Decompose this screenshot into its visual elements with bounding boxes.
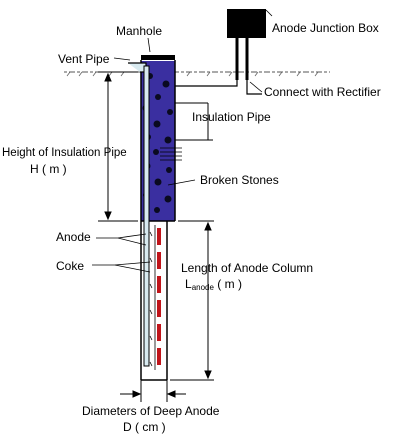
broken-stones-label: Broken Stones: [200, 173, 279, 187]
coke-marks: [149, 231, 153, 367]
length-symbol-unit: ( m ): [217, 277, 242, 291]
anode-junction-box-label: Anode Junction Box: [272, 21, 379, 35]
anode-cable: [167, 80, 238, 93]
insulation-pipe-label: Insulation Pipe: [192, 110, 271, 124]
anode-junction-box: [227, 9, 266, 38]
junction-box-leads: [235, 38, 249, 80]
anode-label: Anode: [56, 230, 91, 244]
height-symbol: H ( m ): [30, 162, 67, 176]
height-insulation-label: Height of Insulation Pipe: [2, 147, 127, 159]
anode-pointers: [96, 233, 147, 246]
diameter-symbol: D ( cm ): [123, 420, 166, 434]
length-symbol-l: L: [185, 277, 192, 291]
vent-pipe-top: [128, 62, 147, 73]
vent-pipe: [143, 65, 150, 367]
ground-hatch: [66, 71, 319, 77]
broken-stones-callout: [160, 147, 196, 186]
junction-pointer: [265, 9, 273, 17]
length-anode-label: Length of Anode Column: [181, 261, 314, 275]
insulation-callout: [175, 102, 213, 141]
length-symbol-sub: anode: [191, 283, 214, 292]
vent-pipe-pointer: [113, 57, 131, 61]
connect-rectifier-label: Connect with Rectifier: [264, 85, 381, 99]
length-symbol: Lanode ( m ): [185, 278, 242, 292]
rectifier-cable: [246, 80, 262, 95]
vent-pipe-label: Vent Pipe: [58, 52, 110, 66]
rectifier-pointer: [249, 81, 263, 93]
coke-label: Coke: [56, 259, 85, 273]
borehole-walls: [140, 221, 168, 381]
manhole-cover: [141, 55, 175, 60]
diameter-dimension: [120, 380, 186, 402]
diameter-label: Diameters of Deep Anode: [82, 404, 220, 418]
manhole-pointer: [147, 37, 151, 53]
manhole-label: Manhole: [116, 24, 163, 38]
anode-segments: [157, 228, 161, 365]
coke-pointers: [92, 261, 151, 273]
height-dimension: [98, 71, 138, 222]
length-dimension: [170, 220, 214, 381]
